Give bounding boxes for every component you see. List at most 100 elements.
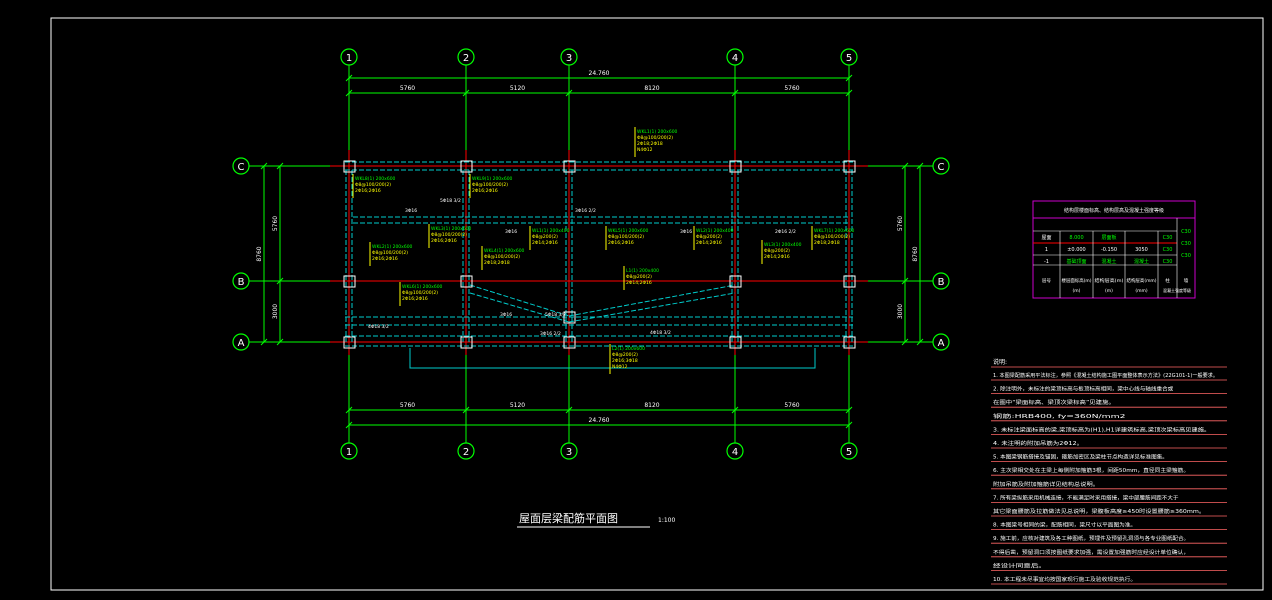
- beam-label-line: 2Φ16;3Φ18: [612, 358, 638, 364]
- dimension-text: 3000: [897, 304, 904, 319]
- beams: [345, 161, 853, 369]
- note-line: 7. 所有梁纵筋采用机械连接，不能满足时采用搭接，梁中部腰筋间距不大于: [993, 493, 1179, 501]
- note-line: 附加吊筋及附加箍筋详见结构总说明。: [993, 480, 1099, 488]
- table-side-label: C30: [1181, 229, 1191, 235]
- axis-label-5: 5: [846, 53, 852, 64]
- dimension-tick: [260, 338, 268, 346]
- beam-labels: WKL1(1) 200x600Φ8@100/200(2)2Φ18;2Φ18N4Φ…: [352, 127, 855, 374]
- table-footer-note: 混凝土强度等级: [1163, 287, 1191, 293]
- axis-bubble-A: [232, 333, 250, 351]
- beam-label-line: 2Φ18;2Φ18: [814, 240, 840, 246]
- dimension-tick: [345, 74, 353, 82]
- drawing-scale: 1:100: [658, 517, 675, 524]
- table-cell: 混凝土: [1134, 258, 1149, 265]
- axis-label-A: A: [938, 338, 945, 349]
- beam-label-line: WKL8(1) 200x600: [355, 176, 396, 182]
- beam-label-line: Φ8@100/200(2): [355, 182, 391, 188]
- dimension-tick: [731, 406, 739, 414]
- beam-label-line: 2Φ18;2Φ18: [484, 260, 510, 266]
- notes-heading: 说明:: [993, 358, 1007, 366]
- table-cell: 屋面: [1041, 235, 1051, 241]
- beam-label-line: Φ8@200(2): [626, 274, 652, 280]
- table-cell: 层面板: [1101, 234, 1116, 241]
- dimension-tick: [845, 421, 853, 429]
- column: [563, 160, 576, 173]
- beam-label-line: WKL6(1) 200x600: [402, 284, 443, 290]
- beam-label-line: 2Φ14;2Φ16: [696, 240, 722, 246]
- table-footer-cell: 墙: [1184, 277, 1189, 284]
- beam-label-line: WKL9(1) 200x600: [472, 176, 513, 182]
- note-line: 10. 本工程未尽事宜均按国家现行施工及验收规范执行。: [993, 575, 1136, 583]
- column: [563, 336, 576, 349]
- beam-label-line: L1(1) 200x400: [626, 268, 659, 274]
- column: [460, 336, 473, 349]
- dimension-text: 8760: [912, 246, 919, 261]
- column: [343, 160, 356, 173]
- note-line: 钢筋:HRB400, fy=360N/mm2: [993, 412, 1126, 420]
- canopy-edge: [409, 348, 816, 369]
- notes-block: 说明:1. 本图梁配筋采用平法标注，参照《混凝土结构施工图平面整体表示方法》(2…: [991, 358, 1227, 585]
- dimension-tick: [845, 74, 853, 82]
- table-unit: (m): [1105, 288, 1113, 294]
- beam-label-line: 2Φ16;2Φ16: [372, 256, 398, 262]
- beam-label-line: Φ8@100/200(2): [472, 182, 508, 188]
- table-cell: C30: [1163, 259, 1173, 265]
- dimension-tick: [901, 162, 909, 170]
- beam-label-line: Φ8@100/200(2): [637, 135, 673, 141]
- beam-label-line: 2Φ14;2Φ16: [532, 240, 558, 246]
- column: [843, 336, 856, 349]
- dimension-text: 5120: [510, 85, 525, 92]
- beam-label-line: Φ8@200(2): [764, 248, 790, 254]
- beam-label-line: Φ8@100/200(2): [814, 234, 850, 240]
- beam-span-label: 3Φ16: [505, 229, 517, 235]
- dimension-tick: [901, 338, 909, 346]
- table-footer-cell: 柱: [1165, 277, 1170, 284]
- axis-bubble-4: [726, 442, 744, 460]
- sloped-beam: [568, 284, 736, 317]
- dimension-tick: [345, 421, 353, 429]
- beam-span-label: 3Φ16: [500, 312, 512, 318]
- column: [460, 275, 473, 288]
- drawing-border: [50, 17, 1264, 591]
- axis-label-C: C: [238, 162, 245, 173]
- dimension-text: 8120: [644, 402, 659, 409]
- beam-label-line: Φ8@100/200(2): [431, 232, 467, 238]
- table-unit: (mm): [1135, 288, 1148, 294]
- table-side-label: C30: [1181, 253, 1191, 259]
- axis-label-A: A: [238, 338, 245, 349]
- table-cell: C30: [1163, 247, 1173, 253]
- beam-label-line: 2Φ16;2Φ16: [472, 188, 498, 194]
- axis-label-1: 1: [346, 447, 352, 458]
- dimension-tick: [565, 406, 573, 414]
- axis-bubble-4: [726, 48, 744, 66]
- column: [563, 311, 576, 324]
- axis-bubble-B: [932, 272, 950, 290]
- dimension-text: 5760: [784, 402, 799, 409]
- beam-label-line: Φ8@100/200(2): [484, 254, 520, 260]
- dimension-text: 8120: [644, 85, 659, 92]
- beam-label-line: WKL4(1) 200x600: [484, 248, 525, 254]
- dimension-tick: [345, 89, 353, 97]
- table-side-label: C30: [1181, 241, 1191, 247]
- table-footer-cell: 楼层面标高(m): [1062, 277, 1092, 284]
- beam-label-line: WKL2(1) 200x600: [372, 244, 413, 250]
- sloped-beam: [469, 292, 570, 323]
- dimension-tick: [462, 89, 470, 97]
- table-cell: C30: [1163, 235, 1173, 241]
- beam-label-line: Φ8@200(2): [612, 352, 638, 358]
- column: [729, 336, 742, 349]
- dimension-tick: [565, 89, 573, 97]
- dimension-text: 5760: [400, 402, 415, 409]
- table-cell: ±0.000: [1067, 247, 1086, 253]
- beam-label-line: 2Φ14;2Φ16: [764, 254, 790, 260]
- table-cell: -1: [1044, 259, 1049, 265]
- column: [343, 275, 356, 288]
- table-border: [1032, 200, 1196, 299]
- dimension-tick: [845, 406, 853, 414]
- table-unit: (m): [1073, 288, 1081, 294]
- beam-span-label: 5Φ18 3/2: [545, 312, 566, 318]
- column: [843, 275, 856, 288]
- axis-label-2: 2: [463, 53, 469, 64]
